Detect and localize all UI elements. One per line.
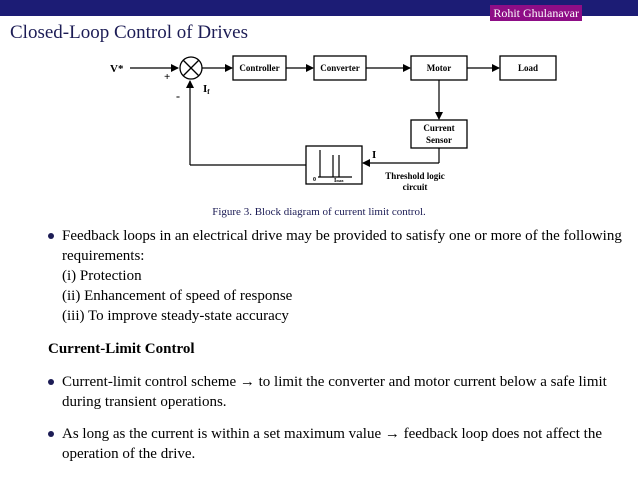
- threshold-label-line1: Threshold logic: [385, 171, 445, 181]
- converter-block: [313, 55, 367, 81]
- input-label: V*: [110, 63, 124, 75]
- block-diagram: V* + - If Controller Converter Motor Loa…: [110, 55, 557, 192]
- current-sensor-block: [410, 119, 468, 149]
- controller-block: [232, 55, 287, 81]
- sensor-label-line2: Sensor: [426, 135, 452, 145]
- motor-label: Motor: [427, 63, 452, 73]
- bullet-current-limit: Current-limit control scheme → to limit …: [48, 372, 632, 412]
- current-limit-list: Current-limit control scheme → to limit …: [48, 372, 632, 412]
- section-title: Current-Limit Control: [48, 341, 195, 357]
- load-block: [499, 55, 557, 81]
- author-label: Rohit Ghulanavar: [490, 5, 582, 21]
- controller-label: Controller: [239, 63, 279, 73]
- threshold-characteristic: [318, 150, 352, 178]
- converter-label: Converter: [320, 63, 359, 73]
- load-label: Load: [518, 63, 538, 73]
- bullet-within-limit: As long as the current is within a set m…: [48, 424, 632, 464]
- threshold-imax: Imax: [334, 178, 344, 184]
- sensor-label-line1: Current: [423, 123, 454, 133]
- minus-sign: -: [176, 89, 180, 103]
- threshold-zero: 0: [313, 177, 316, 183]
- plus-sign: +: [164, 71, 170, 83]
- requirement-accuracy: (iii) To improve steady-state accuracy: [62, 308, 289, 324]
- summing-junction: [179, 56, 203, 80]
- slide-title: Closed-Loop Control of Drives: [10, 22, 249, 43]
- current-label: I: [372, 149, 376, 161]
- motor-block: [410, 55, 468, 81]
- feedback-effect-list: As long as the current is within a set m…: [48, 424, 632, 464]
- requirements-list: Feedback loops in an electrical drive ma…: [48, 226, 632, 326]
- requirement-speed: (ii) Enhancement of speed of response: [62, 288, 293, 304]
- requirement-protection: (i) Protection: [62, 268, 142, 284]
- threshold-label-line2: circuit: [403, 182, 428, 192]
- figure-caption: Figure 3. Block diagram of current limit…: [212, 206, 426, 218]
- bullet-feedback-loops: Feedback loops in an electrical drive ma…: [48, 226, 632, 326]
- feedback-label: If: [203, 83, 210, 96]
- bullet-feedback-text: Feedback loops in an electrical drive ma…: [62, 228, 622, 264]
- top-bar: [0, 0, 638, 16]
